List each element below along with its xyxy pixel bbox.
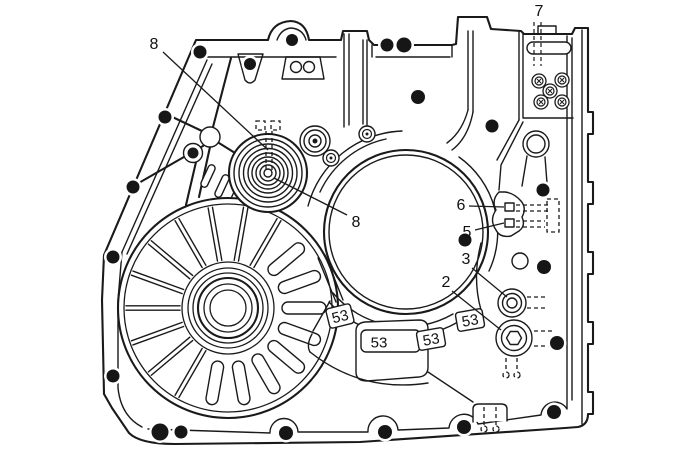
bolt-hole (172, 423, 190, 441)
callout-6: 6 (457, 197, 505, 214)
callout-7: 7 (533, 3, 544, 66)
tag-53-mid-label: 53 (421, 330, 440, 350)
bolt-hole (454, 417, 474, 437)
bolt-hole (149, 421, 171, 443)
bolt-hole (544, 402, 564, 422)
callout-3: 3 (462, 251, 508, 298)
tag-53-left: 53 (325, 303, 355, 329)
bolt-hole (375, 422, 395, 442)
callout-3-label: 3 (462, 251, 471, 268)
bolt-hole (378, 36, 396, 54)
tag-53-right-label: 53 (460, 311, 479, 331)
ring-bolt (289, 60, 303, 74)
callout-7-label: 7 (535, 3, 544, 20)
bottom-tab (472, 403, 508, 433)
plate-bolt (554, 94, 570, 110)
bolt-hole (276, 423, 296, 443)
ring-bolt (358, 125, 376, 143)
ring-bolt (302, 60, 316, 74)
plugs (495, 288, 553, 379)
bolt-hole (104, 248, 122, 266)
callout-2: 2 (442, 274, 502, 331)
callout-8-upper-label: 8 (150, 36, 159, 53)
part-tags: 53 53 53 53 (325, 303, 486, 352)
plate-bolt (554, 72, 570, 88)
plate-bolt (533, 94, 549, 110)
shaft-boss (299, 125, 331, 157)
tag-53-left-label: 53 (330, 307, 350, 328)
bearing-bore (227, 120, 309, 214)
callout-6-label: 6 (457, 197, 466, 214)
bolt-hole (394, 35, 414, 55)
bolt-hole (408, 87, 428, 107)
bolt-hole (283, 31, 301, 49)
callout-2-label: 2 (442, 274, 451, 291)
bolt-hole (534, 181, 552, 199)
callout-5-label: 5 (463, 224, 472, 241)
bolt-hole (534, 257, 554, 277)
bolt-holes (104, 31, 567, 443)
tag-53-mid: 53 (415, 327, 447, 351)
bolt-hole (104, 367, 122, 385)
ring-bolt (182, 142, 204, 164)
tag-53-right: 53 (454, 308, 486, 332)
plate-bolt (531, 73, 547, 89)
main-opening (307, 130, 499, 337)
callout-8-lower-label: 8 (352, 214, 361, 231)
callout-8-upper: 8 (150, 36, 269, 151)
plate-bolt (542, 83, 558, 99)
bolt-pocket (475, 191, 560, 311)
right-bolt-plate (496, 30, 574, 191)
bolt-hole (156, 108, 174, 126)
ring-bolts (182, 60, 376, 167)
tag-53-box: 53 (371, 335, 388, 352)
bolt-hole (241, 55, 259, 73)
tag-53-box-label: 53 (371, 335, 388, 352)
gasket-lines (117, 25, 573, 434)
ring-bolt (322, 149, 340, 167)
bolt-hole (191, 43, 209, 61)
pocket-53 (307, 254, 474, 403)
bolt-hole (547, 333, 567, 353)
converter-housing-wheel (116, 196, 340, 420)
bolt-hole (456, 231, 474, 249)
bolt-hole (483, 117, 501, 135)
callout-5: 5 (463, 222, 505, 241)
bolt-hole (124, 178, 142, 196)
callout-8-lower: 8 (273, 177, 361, 231)
